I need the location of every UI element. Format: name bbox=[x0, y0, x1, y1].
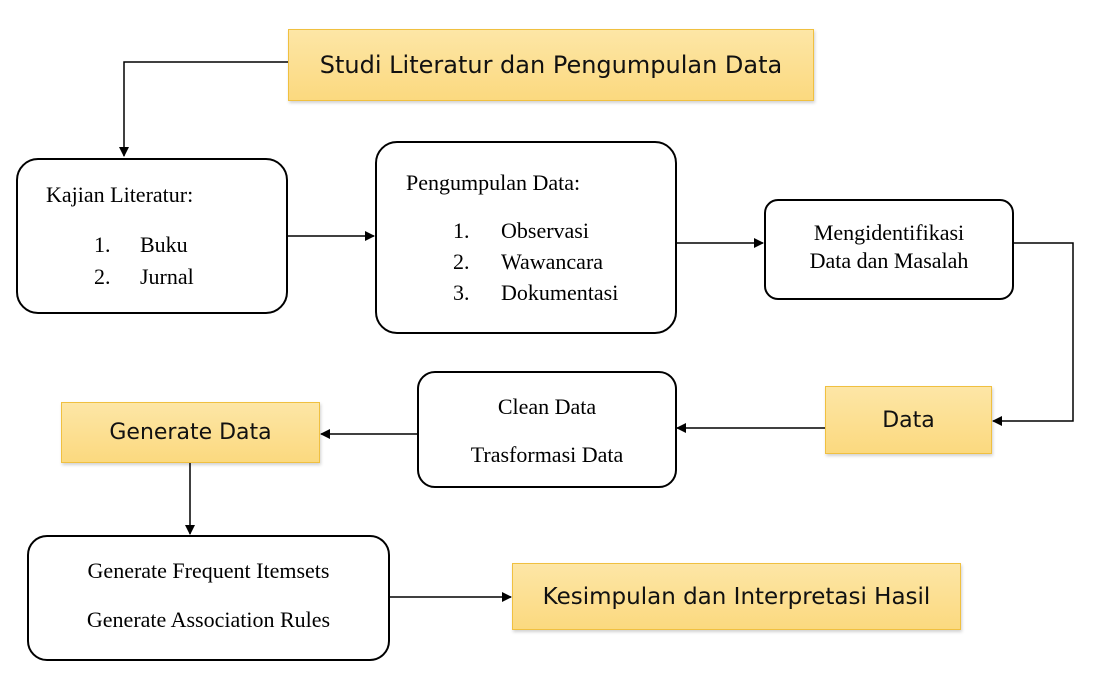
identifikasi-line1: Mengidentifikasi bbox=[813, 220, 965, 245]
pengumpulan-title: Pengumpulan Data: bbox=[406, 170, 581, 195]
kajian-literatur-box: Kajian Literatur: 1. Buku 2. Jurnal bbox=[16, 158, 288, 314]
kesimpulan-box: Kesimpulan dan Interpretasi Hasil bbox=[512, 563, 961, 630]
clean-data-box: Clean Data Trasformasi Data bbox=[417, 371, 677, 488]
studi-literatur-label: Studi Literatur dan Pengumpulan Data bbox=[319, 51, 783, 79]
arrow-studi-to-kajian bbox=[119, 61, 288, 157]
arrow-identifikasi-to-data bbox=[992, 242, 1074, 426]
studi-literatur-box: Studi Literatur dan Pengumpulan Data bbox=[288, 29, 814, 101]
kesimpulan-label: Kesimpulan dan Interpretasi Hasil bbox=[542, 583, 931, 610]
data-label: Data bbox=[882, 407, 935, 433]
kajian-title: Kajian Literatur: bbox=[46, 182, 194, 207]
generate-data-label: Generate Data bbox=[109, 420, 272, 445]
pengumpulan-item-label: Dokumentasi bbox=[501, 280, 619, 305]
pengumpulan-item-label: Wawancara bbox=[501, 249, 604, 274]
generate-line2: Generate Association Rules bbox=[86, 607, 331, 632]
kajian-item-number: 1. bbox=[94, 232, 111, 257]
identifikasi-box: Mengidentifikasi Data dan Masalah bbox=[764, 199, 1014, 300]
generate-data-box: Generate Data bbox=[61, 402, 320, 463]
pengumpulan-item-number: 3. bbox=[453, 280, 470, 305]
clean-line2: Trasformasi Data bbox=[470, 442, 624, 467]
kajian-item-number: 2. bbox=[94, 264, 111, 289]
kajian-item-label: Jurnal bbox=[140, 264, 194, 289]
identifikasi-line2: Data dan Masalah bbox=[809, 248, 969, 273]
pengumpulan-item-number: 1. bbox=[453, 218, 470, 243]
data-box: Data bbox=[825, 386, 992, 454]
generate-rules-box: Generate Frequent Itemsets Generate Asso… bbox=[27, 535, 390, 661]
pengumpulan-item-number: 2. bbox=[453, 249, 470, 274]
pengumpulan-item-label: Observasi bbox=[501, 218, 589, 243]
clean-line1: Clean Data bbox=[497, 394, 597, 419]
kajian-item-label: Buku bbox=[140, 232, 188, 257]
pengumpulan-data-box: Pengumpulan Data: 1. Observasi 2. Wawanc… bbox=[375, 141, 677, 334]
generate-line1: Generate Frequent Itemsets bbox=[87, 558, 330, 583]
